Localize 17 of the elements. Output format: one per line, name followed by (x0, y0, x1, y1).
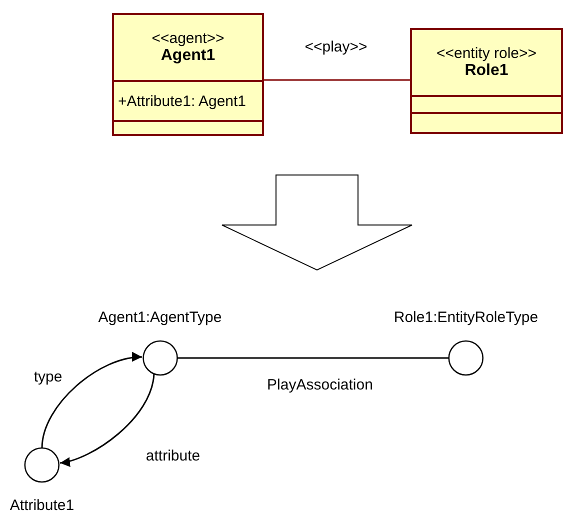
association-line (177, 357, 449, 359)
node-label: Agent1:AgentType (98, 309, 222, 326)
edge-label: PlayAssociation (267, 376, 373, 394)
arrow (60, 374, 155, 466)
stereotype-text: <<entity role>> (436, 45, 537, 62)
class-box (410, 28, 563, 134)
class-name: Agent1 (160, 47, 216, 65)
class-box (112, 13, 264, 136)
arrow (41, 352, 142, 448)
edge-label: type (34, 368, 62, 386)
association-line (264, 79, 410, 81)
edge-label: <<play>> (304, 38, 368, 56)
class-name: Role1 (464, 62, 508, 80)
node-label: Role1:EntityRoleType (394, 309, 538, 326)
node-label: Attribute1 (10, 497, 74, 514)
attribute-text: +Attribute1: Agent1 (117, 92, 246, 110)
stereotype-text: <<agent>> (152, 30, 224, 47)
